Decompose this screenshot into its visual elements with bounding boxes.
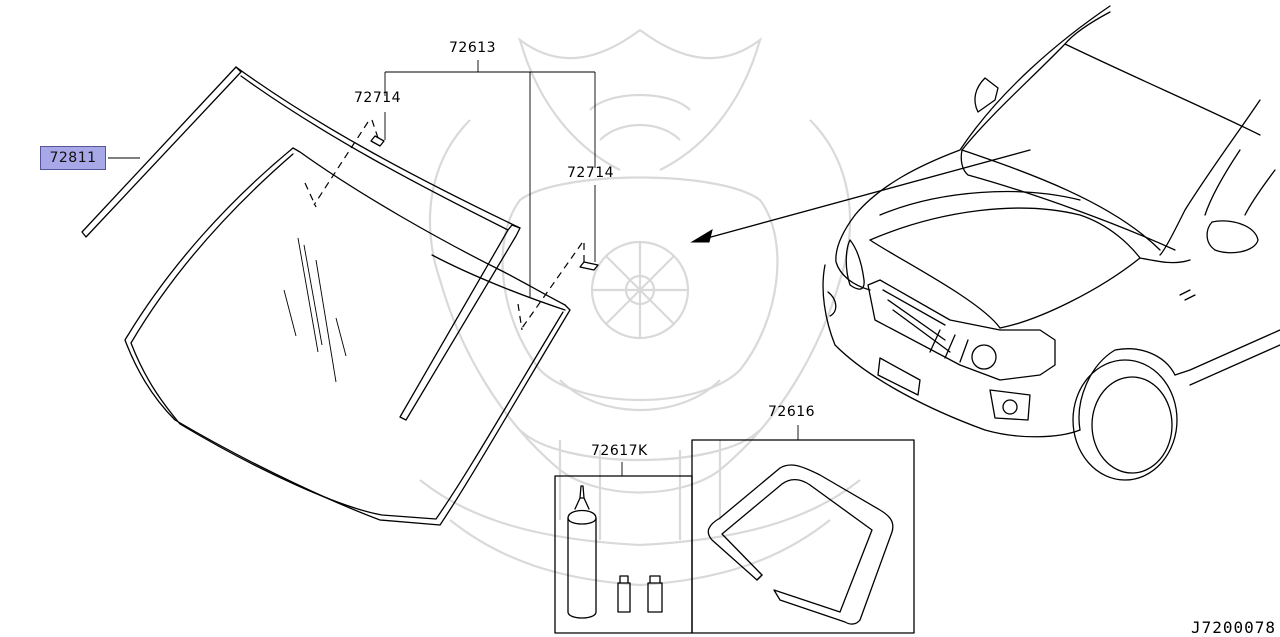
part-label-72714-upper[interactable]: 72714 — [354, 90, 402, 106]
part-label-72811[interactable]: 72811 — [40, 146, 106, 170]
direction-arrow — [690, 149, 1031, 243]
clip-group-bracket — [384, 60, 596, 298]
windshield-glass[interactable] — [81, 66, 571, 526]
vehicle-illustration — [822, 5, 1280, 481]
part-label-72617K[interactable]: 72617K — [591, 443, 648, 459]
diagram-id: J7200078 — [1190, 618, 1276, 637]
dam-rubber-box[interactable] — [691, 425, 915, 634]
watermark-emblem — [419, 29, 861, 587]
adhesive-kit-box[interactable] — [554, 462, 693, 634]
part-label-72714-side[interactable]: 72714 — [567, 165, 615, 181]
clip-side-72714[interactable] — [517, 242, 599, 331]
clip-upper-72714[interactable] — [304, 119, 385, 208]
part-label-72616[interactable]: 72616 — [768, 404, 816, 420]
part-label-72613[interactable]: 72613 — [449, 40, 497, 56]
